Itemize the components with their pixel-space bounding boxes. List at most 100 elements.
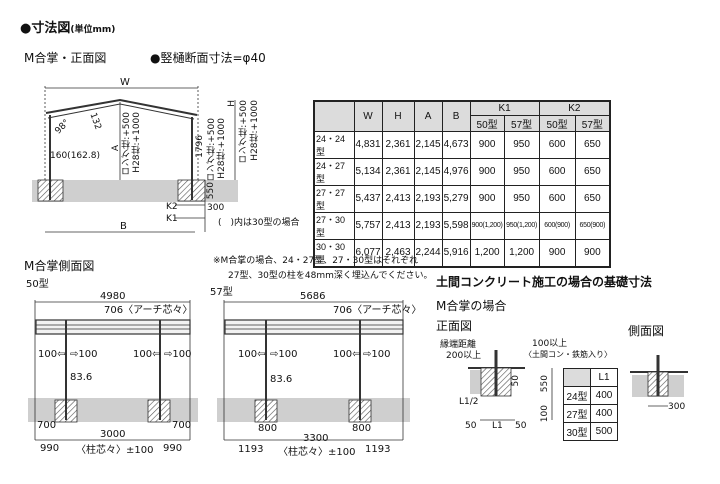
row-label: 30・30型: [313, 238, 355, 267]
l1-row-label: 24型: [563, 386, 591, 405]
arch-pitch-57: 706〈アーチ芯々〉: [333, 305, 422, 316]
title-unit: (単位mm): [70, 25, 116, 35]
col-k1-57: 57型: [503, 114, 540, 132]
row-label: 24・27型: [313, 157, 355, 186]
h28-post-note-2: H28柱:+1000: [217, 118, 227, 179]
col-k2: K2: [538, 100, 611, 116]
table-cell: 4,673: [441, 130, 471, 159]
table-cell: 650: [574, 184, 611, 213]
span-3300: 3300: [303, 433, 329, 444]
h28-post-note-1: H28柱:+1000: [132, 112, 142, 173]
edge-200: 200以上: [446, 351, 482, 361]
table-cell: 600: [538, 184, 576, 213]
dim-l1: L1: [492, 421, 503, 431]
dim-h: H: [227, 100, 237, 107]
table-cell: 900: [469, 157, 505, 186]
arrow-left-50a: 100⇦: [38, 349, 66, 360]
col-k2-57: 57型: [574, 114, 611, 132]
table-cell: 950(1,200): [503, 211, 540, 240]
l1-value: 400: [590, 404, 618, 423]
page-title: ●寸法図(単位mm): [20, 22, 115, 35]
table-cell: 950: [503, 130, 540, 159]
l1-value: 400: [590, 386, 618, 405]
col-k1-50: 50型: [469, 114, 505, 132]
table-cell: 600(900): [538, 211, 576, 240]
bracket-note: ( )内は30型の場合: [218, 218, 300, 228]
table-cell: 2,193: [413, 184, 443, 213]
table-cell: 2,361: [381, 157, 415, 186]
col-h: H: [381, 100, 415, 132]
footing-50a: 700: [37, 420, 57, 431]
table-cell: 6,077: [353, 238, 383, 267]
row-label: 27・30型: [313, 211, 355, 240]
dim-f50-left: 50: [465, 421, 477, 431]
slab-rebar: 〈土間コン・鉄筋入り〉: [524, 350, 612, 359]
table-cell: 900: [574, 238, 611, 267]
dim-f550: 550: [540, 375, 550, 393]
slab-100: 100以上: [532, 339, 568, 349]
side-note-1: ※M合掌の場合、24・27型、27・30型はそれぞれ: [213, 256, 419, 266]
pitch-57: 〈柱芯々〉±100: [278, 447, 356, 458]
table-cell: 1,200: [503, 238, 540, 267]
side-note-2: 27型、30型の柱を48mm深く埋込んでください。: [228, 271, 433, 281]
col-k2-50: 50型: [538, 114, 576, 132]
l1-value: 500: [590, 422, 618, 441]
table-cell: 950: [503, 184, 540, 213]
table-cell: 950: [503, 157, 540, 186]
table-cell: 2,463: [381, 238, 415, 267]
arrow-right-50b: ⇨100: [164, 349, 192, 360]
col-b: B: [441, 100, 471, 132]
dim-5686: 5686: [300, 291, 326, 302]
footing-50b: 700: [172, 420, 192, 431]
table-cell: 5,757: [353, 211, 383, 240]
table-cell: 900: [469, 184, 505, 213]
side-view-heading: M合掌側面図: [24, 259, 95, 273]
long-post-note-1: ロング柱:+500: [122, 112, 132, 176]
front-view-heading: M合掌・正面図: [24, 51, 107, 65]
side-view-57-drawing: [217, 300, 410, 441]
dim-160: 160(162.8): [50, 151, 100, 161]
table-cell: 2,413: [381, 211, 415, 240]
title-text: ●寸法図: [20, 21, 71, 36]
side-view-50-drawing: [28, 300, 198, 441]
table-cell: 4,976: [441, 157, 471, 186]
col-a: A: [413, 100, 443, 132]
footing-57b: 800: [352, 423, 372, 434]
dim-b: B: [120, 221, 127, 232]
table-cell: 650: [574, 157, 611, 186]
overhang-50b: 990: [163, 443, 183, 454]
l1-header: L1: [590, 368, 618, 387]
row-label: 24・24型: [313, 130, 355, 159]
table-cell: 600: [538, 157, 576, 186]
overhang-57b: 1193: [365, 444, 391, 455]
l1-corner: [563, 368, 591, 387]
table-cell: 2,413: [381, 184, 415, 213]
table-cell: 650(900): [574, 211, 611, 240]
model-50-label: 50型: [26, 279, 49, 290]
foundation-front-drawing: [468, 350, 553, 421]
table-cell: 650: [574, 130, 611, 159]
row-label: 27・27型: [313, 184, 355, 213]
long-post-note-3: ロング柱:+500: [239, 100, 249, 164]
dim-k1: K1: [166, 214, 178, 224]
table-cell: 2,244: [413, 238, 443, 267]
overhang-57a: 1193: [238, 444, 264, 455]
foundation-side-drawing: [630, 355, 688, 407]
dim-1796: 1796: [195, 135, 205, 158]
table-cell: 5,134: [353, 157, 383, 186]
table-cell: 5,916: [441, 238, 471, 267]
dim-300: 300: [207, 203, 225, 213]
overhang-50a: 990: [40, 443, 60, 454]
arrow-left-50b: 100⇦: [133, 349, 161, 360]
foundation-side-label: 側面図: [628, 324, 665, 338]
col-k1: K1: [469, 100, 540, 116]
table-cell: 5,437: [353, 184, 383, 213]
